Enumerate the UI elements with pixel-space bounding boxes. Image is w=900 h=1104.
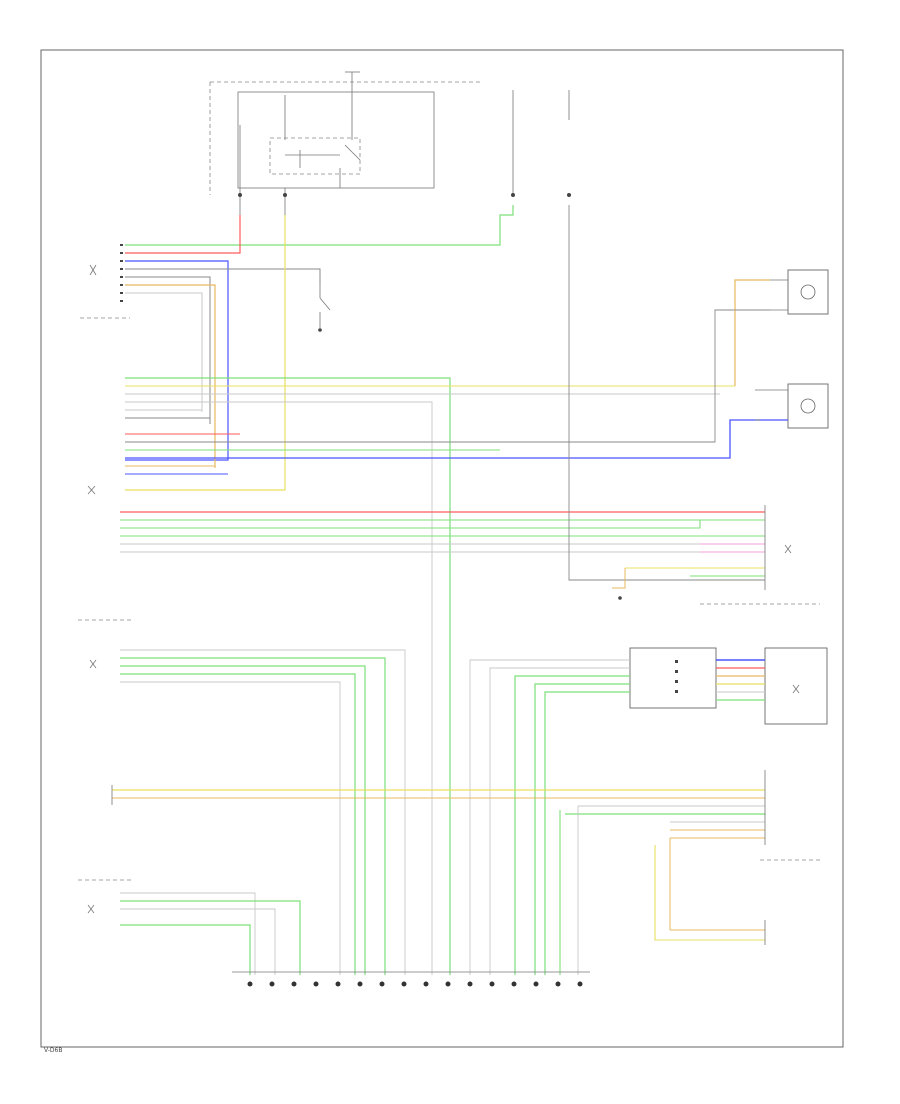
component-separators — [78, 603, 820, 881]
connector-block-cem — [89, 649, 406, 975]
diagram-id-label: V-D6B — [44, 1047, 62, 1054]
connector-block-ecm — [120, 205, 792, 600]
data-link-connector — [232, 971, 590, 987]
sensor-right-upper — [734, 269, 829, 429]
diagram-frame — [40, 49, 844, 1048]
connector-block-upper-left — [80, 205, 514, 491]
connector-block-left-front — [111, 770, 766, 975]
top-fuse-relay-block — [209, 71, 571, 215]
connector-block-lower-left — [87, 892, 301, 975]
seat-module-block — [654, 838, 766, 945]
connector-block-mid-left — [87, 309, 760, 975]
steering-module-block — [469, 647, 828, 975]
